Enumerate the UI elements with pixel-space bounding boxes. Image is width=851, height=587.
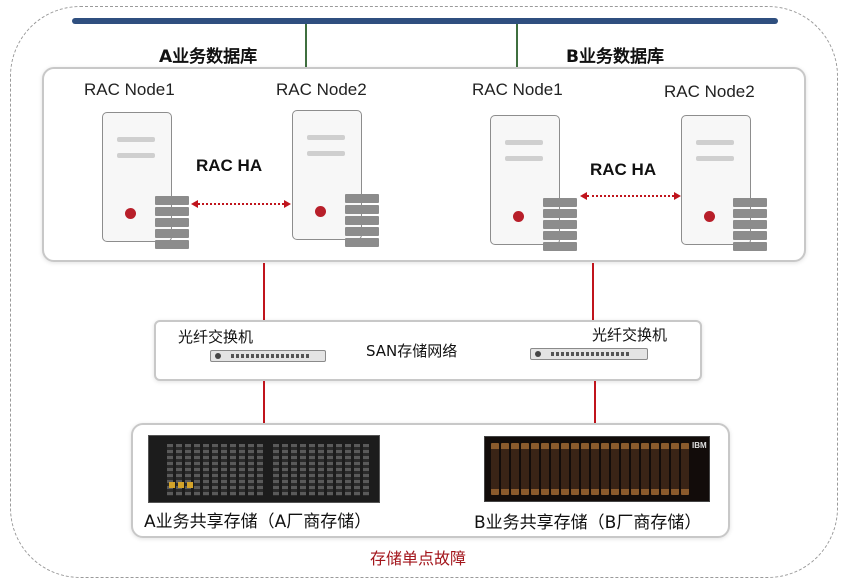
ha-arrow-right [674, 192, 681, 200]
server-icon [490, 115, 560, 245]
fc-link-a-upper [263, 263, 265, 320]
fc-switch-icon [530, 348, 648, 360]
network-bus [72, 18, 778, 24]
fc-link-b-lower [594, 381, 596, 423]
outer-dashed-frame [10, 6, 838, 578]
disk-stack-icon [733, 198, 767, 252]
switch-right-label: 光纤交换机 [592, 326, 668, 344]
db-b-node1-label: RAC Node1 [472, 80, 563, 99]
db-a-node2-label: RAC Node2 [276, 80, 367, 99]
fc-link-b-upper [592, 263, 594, 320]
switch-left-label: 光纤交换机 [178, 328, 254, 346]
fc-link-a-lower [263, 381, 265, 423]
ibm-logo: IBM [692, 441, 707, 450]
bus-link-b [516, 24, 518, 68]
ha-arrow-left [191, 200, 198, 208]
san-label: SAN存储网络 [366, 342, 458, 360]
db-b-ha-link [587, 195, 674, 197]
disk-stack-icon [345, 194, 379, 248]
db-b-title: B业务数据库 [566, 47, 664, 67]
db-a-ha-link [198, 203, 284, 205]
bus-link-a [305, 24, 307, 68]
storage-a-label: A业务共享存储（A厂商存储） [144, 512, 372, 532]
fault-label: 存储单点故障 [370, 549, 467, 568]
storage-array-icon: IBM [484, 436, 710, 502]
ha-arrow-right [284, 200, 291, 208]
db-a-title: A业务数据库 [159, 47, 258, 67]
disk-stack-icon [543, 198, 577, 252]
db-b-node2-label: RAC Node2 [664, 82, 755, 101]
storage-b-label: B业务共享存储（B厂商存储） [474, 513, 702, 533]
disk-stack-icon [155, 196, 189, 250]
fc-switch-icon [210, 350, 326, 362]
db-b-ha-label: RAC HA [590, 160, 657, 179]
db-a-ha-label: RAC HA [196, 156, 263, 175]
ha-arrow-left [580, 192, 587, 200]
storage-array-icon [148, 435, 380, 503]
db-a-node1-label: RAC Node1 [84, 80, 175, 99]
